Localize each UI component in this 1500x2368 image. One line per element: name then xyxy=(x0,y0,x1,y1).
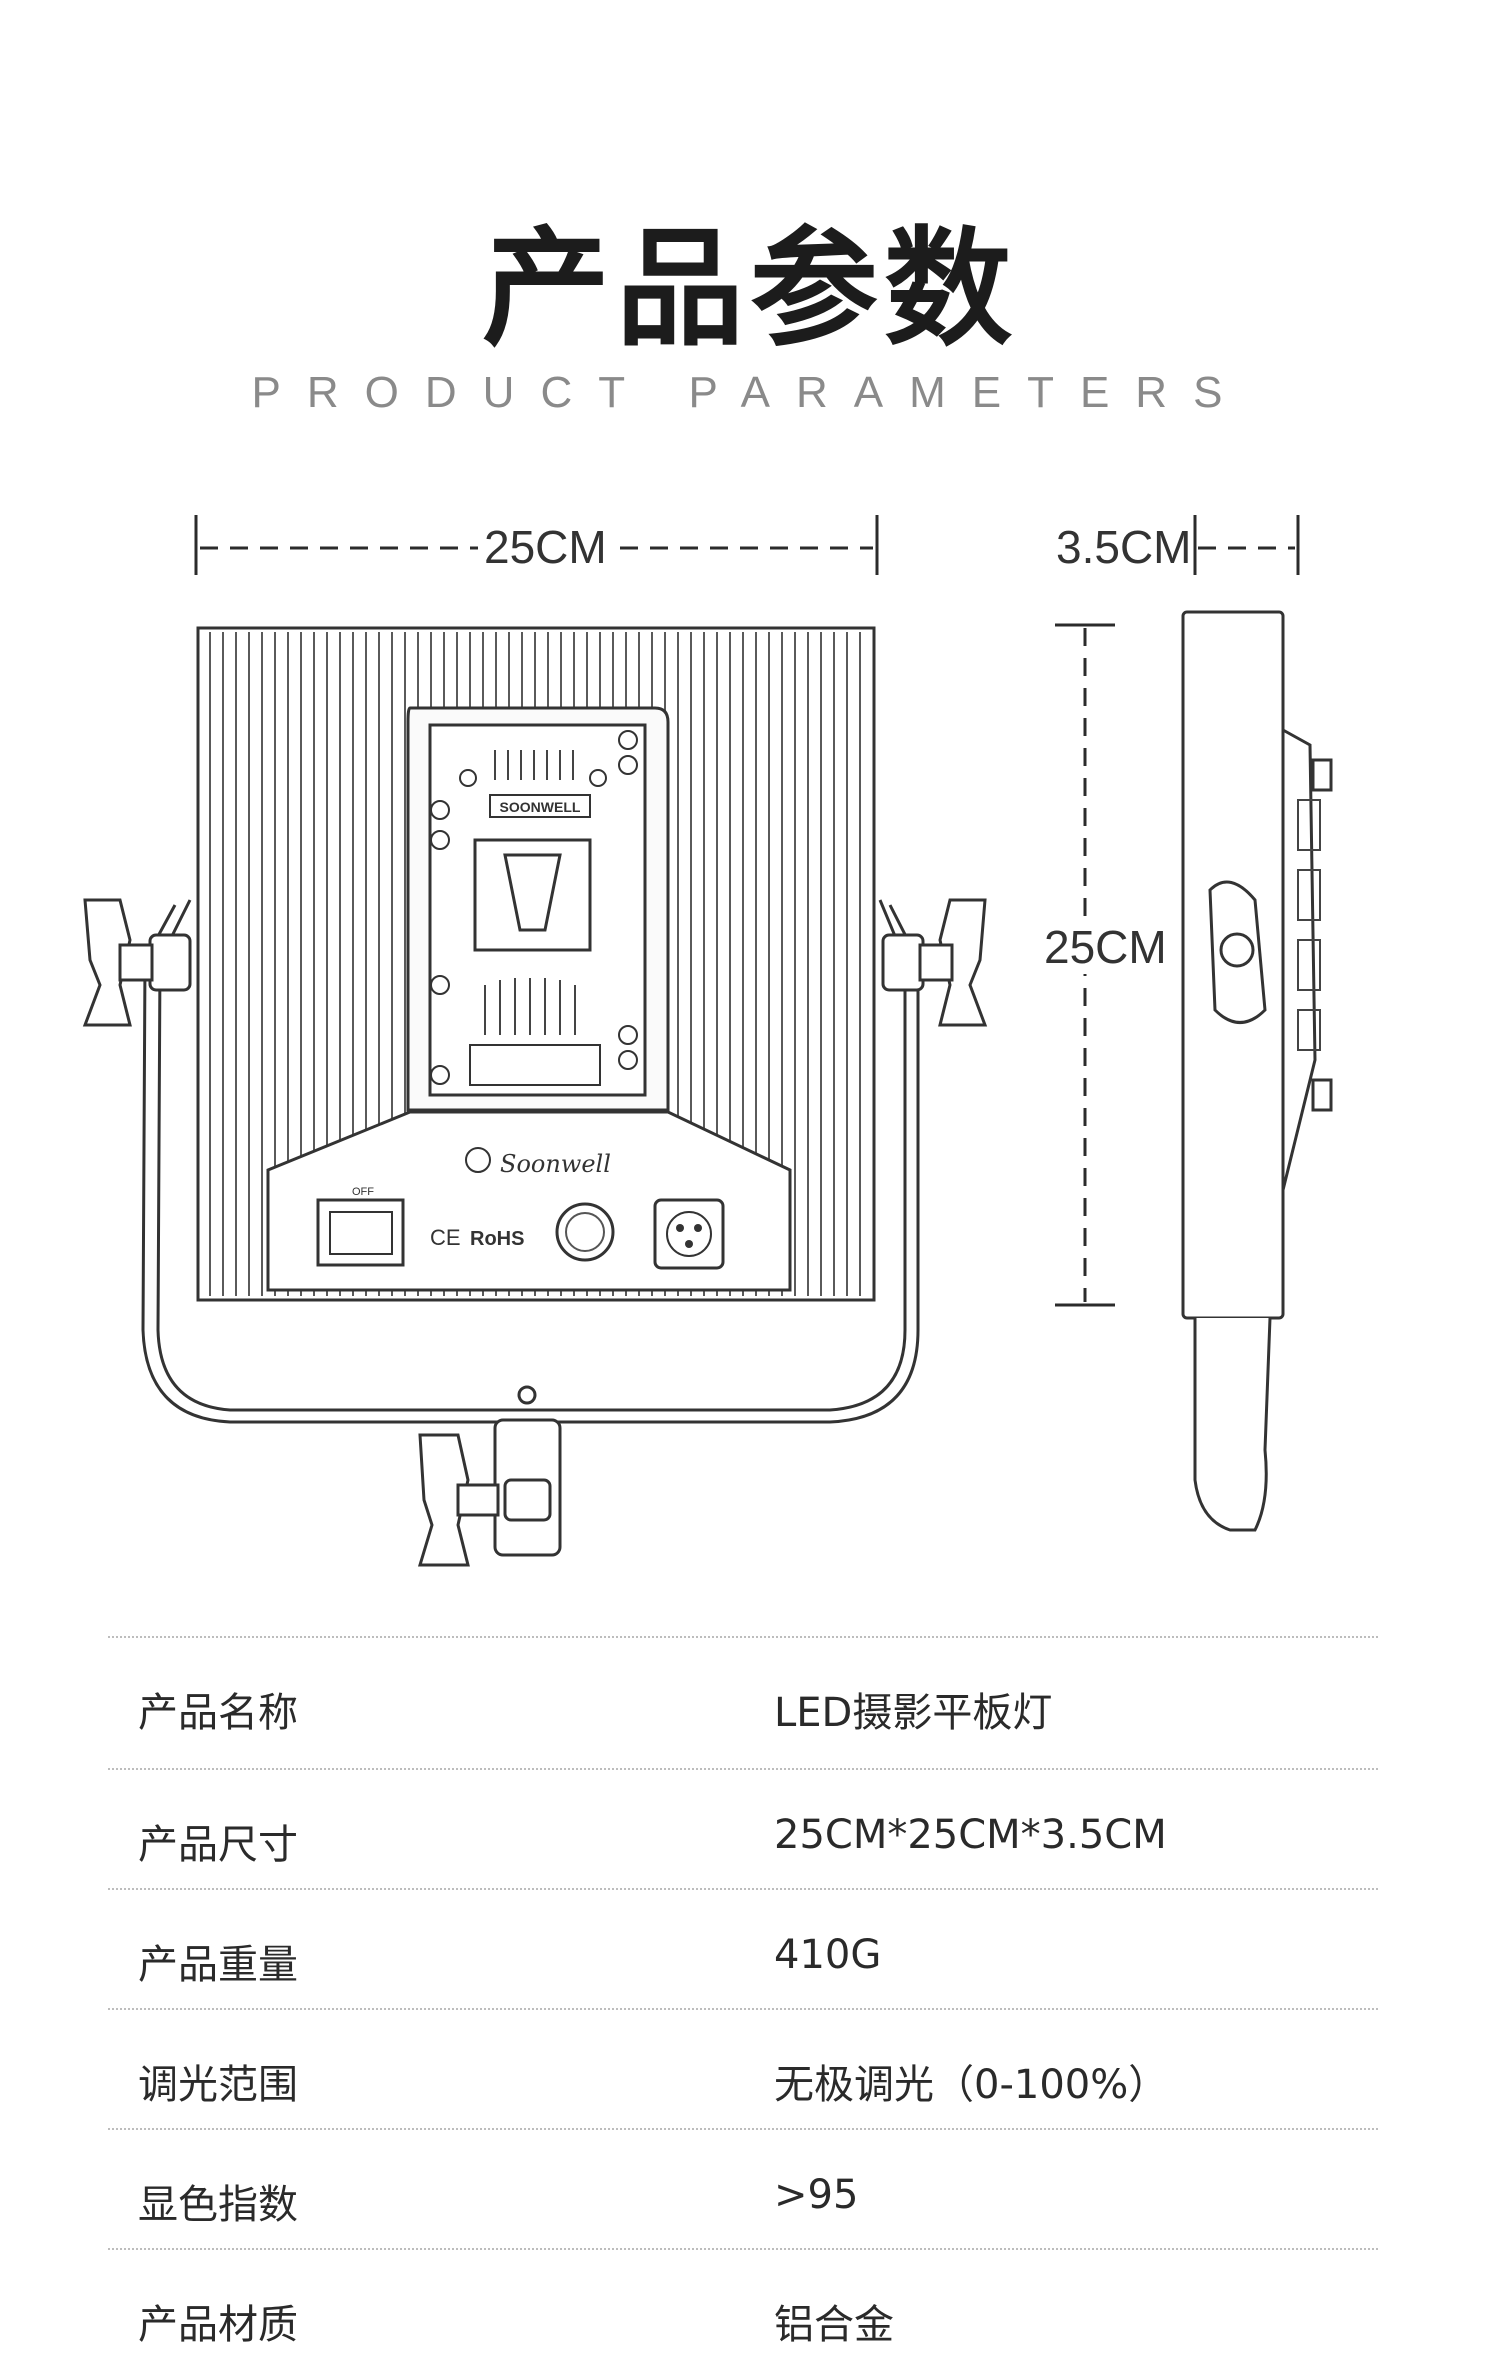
side-view xyxy=(1181,610,1333,1532)
page-subtitle: PRODUCT PARAMETERS xyxy=(251,368,1249,417)
spec-row: 产品重量 410G xyxy=(108,1888,1378,2008)
spec-label: 产品材质 xyxy=(138,2302,298,2348)
dimension-width-label: 25CM xyxy=(478,520,613,574)
spec-value: 25CM*25CM*3.5CM xyxy=(774,1812,1167,1858)
spec-value: 410G xyxy=(774,1932,882,1978)
dimension-depth-label: 3.5CM xyxy=(1054,520,1194,574)
rohs-mark: RoHS xyxy=(470,1228,524,1250)
plate-vents xyxy=(484,750,576,1035)
stand-mount xyxy=(417,1385,562,1567)
spec-label: 产品重量 xyxy=(138,1942,298,1988)
spec-label: 调光范围 xyxy=(138,2062,298,2108)
xlr-power-port xyxy=(653,1198,725,1270)
spec-row: 产品名称 LED摄影平板灯 xyxy=(108,1636,1378,1768)
product-drawing: SOONWELL Soonwell OFF CE RoHS xyxy=(82,515,1333,1567)
spec-row: 调光范围 无极调光（0-100%） xyxy=(108,2008,1378,2128)
logo-text: Soonwell xyxy=(500,1150,611,1178)
side-view-details xyxy=(1297,799,1321,1051)
spec-row: 产品材质 铝合金 xyxy=(108,2248,1378,2368)
spec-label: 产品尺寸 xyxy=(138,1822,298,1868)
spec-label: 显色指数 xyxy=(138,2182,298,2228)
dimension-height-label: 25CM xyxy=(1038,920,1173,974)
spec-row: 显色指数 >95 xyxy=(108,2128,1378,2248)
spec-value: LED摄影平板灯 xyxy=(774,1690,1053,1736)
spec-row: 产品尺寸 25CM*25CM*3.5CM xyxy=(108,1768,1378,1888)
brand-tag: SOONWELL xyxy=(500,799,581,815)
plate-screws xyxy=(430,730,638,1085)
spec-value: >95 xyxy=(774,2172,859,2218)
spec-value: 无极调光（0-100%） xyxy=(774,2062,1169,2108)
left-tilt-knob xyxy=(82,898,192,1027)
spec-label: 产品名称 xyxy=(138,1690,298,1736)
spec-table: 产品名称 LED摄影平板灯产品尺寸 25CM*25CM*3.5CM 产品重量 410G 调… xyxy=(108,1636,1378,2368)
spec-value: 铝合金 xyxy=(774,2302,894,2348)
logo-icon xyxy=(465,1147,491,1173)
right-tilt-knob xyxy=(881,898,988,1027)
page-title: 产品参数 xyxy=(481,215,1018,364)
ce-mark: CE xyxy=(430,1225,461,1250)
switch-label: OFF xyxy=(352,1186,374,1198)
